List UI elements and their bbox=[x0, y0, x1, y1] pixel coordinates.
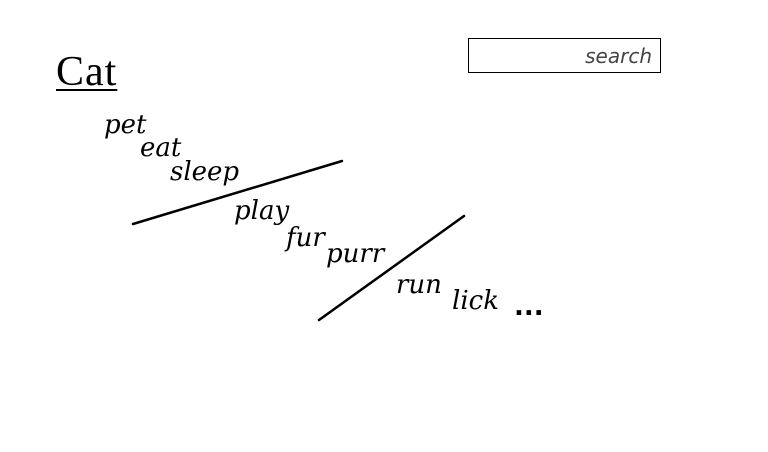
word-link-fur[interactable]: fur bbox=[286, 223, 325, 253]
more-indicator[interactable]: ... bbox=[514, 292, 544, 322]
page-title: Cat bbox=[56, 49, 118, 95]
word-link-eat[interactable]: eat bbox=[140, 133, 182, 163]
word-link-pet[interactable]: pet bbox=[104, 110, 147, 140]
word-link-purr[interactable]: purr bbox=[326, 239, 385, 269]
word-link-lick[interactable]: lick bbox=[452, 286, 499, 316]
word-link-sleep[interactable]: sleep bbox=[170, 157, 240, 187]
word-link-run[interactable]: run bbox=[396, 270, 442, 300]
search-box[interactable] bbox=[468, 38, 661, 73]
word-link-play[interactable]: play bbox=[234, 196, 290, 226]
search-input[interactable] bbox=[469, 39, 660, 72]
